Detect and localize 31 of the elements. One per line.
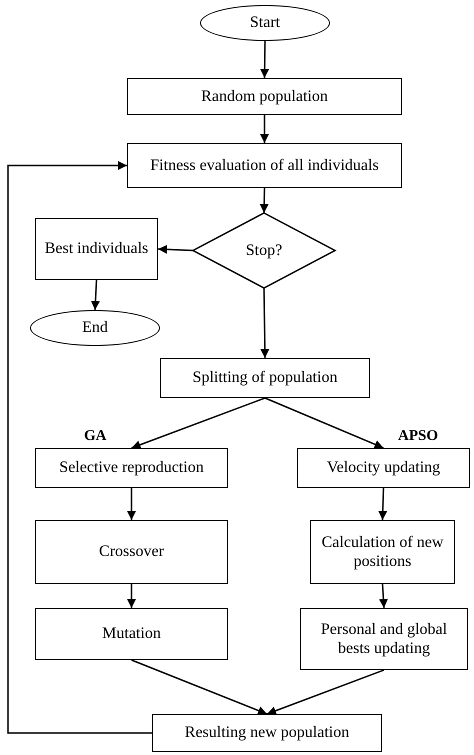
decision-diamond: Stop? bbox=[193, 213, 335, 288]
branch-label: GA bbox=[84, 428, 106, 445]
arrow bbox=[7, 161, 152, 734]
process-box: Crossover bbox=[35, 520, 228, 584]
process-box: Resulting new population bbox=[152, 714, 382, 752]
process-box: Fitness evaluation of all individuals bbox=[127, 143, 402, 188]
arrow bbox=[260, 188, 269, 214]
arrow bbox=[260, 288, 270, 358]
process-box: Personal and global bests updating bbox=[300, 608, 468, 670]
process-box: Splitting of population bbox=[160, 358, 370, 398]
process-box: Best individuals bbox=[35, 218, 158, 280]
process-box: Mutation bbox=[35, 608, 228, 660]
arrow bbox=[127, 584, 136, 608]
branch-label: APSO bbox=[398, 428, 438, 445]
arrow bbox=[260, 115, 269, 143]
arrow bbox=[266, 669, 384, 716]
process-box: Selective reproduction bbox=[35, 448, 228, 488]
arrow bbox=[127, 488, 136, 520]
arrow bbox=[131, 659, 268, 715]
arrow bbox=[378, 584, 388, 608]
terminal-ellipse: End bbox=[30, 310, 160, 346]
arrow bbox=[264, 397, 384, 449]
process-box: Velocity updating bbox=[297, 448, 470, 488]
process-box: Calculation of new positions bbox=[310, 520, 455, 584]
arrow bbox=[260, 40, 270, 78]
terminal-ellipse: Start bbox=[200, 5, 330, 41]
arrow bbox=[90, 280, 100, 310]
arrow bbox=[131, 397, 266, 450]
arrow bbox=[158, 244, 194, 254]
arrow bbox=[378, 488, 388, 520]
process-box: Random population bbox=[127, 78, 402, 115]
